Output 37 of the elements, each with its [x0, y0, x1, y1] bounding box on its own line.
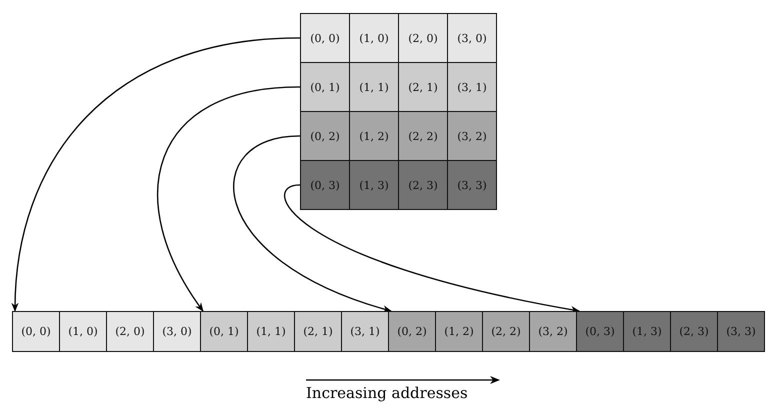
memory-cell: (0, 2) — [300, 111, 350, 161]
memory-cell: (3, 2) — [447, 111, 497, 161]
memory-cell: (0, 3) — [576, 311, 624, 352]
memory-cell: (1, 0) — [349, 13, 399, 63]
memory-cell: (3, 2) — [529, 311, 577, 352]
arrow — [12, 37, 300, 312]
memory-cell: (3, 1) — [341, 311, 389, 352]
memory-cell: (1, 2) — [349, 111, 399, 161]
memory-cell: (0, 1) — [300, 62, 350, 112]
memory-cell: (3, 3) — [447, 160, 497, 210]
memory-cell: (1, 3) — [623, 311, 671, 352]
memory-cell: (2, 3) — [398, 160, 448, 210]
memory-cell: (3, 3) — [717, 311, 765, 352]
axis-caption: Increasing addresses — [306, 384, 468, 402]
memory-cell: (1, 1) — [247, 311, 295, 352]
memory-cell: (0, 3) — [300, 160, 350, 210]
arrow — [233, 135, 392, 312]
memory-cell: (0, 0) — [300, 13, 350, 63]
memory-cell: (2, 0) — [398, 13, 448, 63]
memory-cell: (3, 1) — [447, 62, 497, 112]
arrow — [284, 184, 580, 314]
memory-cell: (2, 1) — [398, 62, 448, 112]
memory-cell: (2, 1) — [294, 311, 342, 352]
memory-cell: (0, 1) — [200, 311, 248, 352]
arrow — [157, 86, 300, 312]
memory-cell: (1, 3) — [349, 160, 399, 210]
memory-cell: (1, 0) — [59, 311, 107, 352]
memory-cell: (1, 1) — [349, 62, 399, 112]
memory-cell: (3, 0) — [153, 311, 201, 352]
memory-cell: (0, 0) — [12, 311, 60, 352]
memory-cell: (2, 0) — [106, 311, 154, 352]
memory-cell: (2, 2) — [398, 111, 448, 161]
memory-cell: (1, 2) — [435, 311, 483, 352]
memory-cell: (2, 3) — [670, 311, 718, 352]
memory-cell: (3, 0) — [447, 13, 497, 63]
memory-cell: (2, 2) — [482, 311, 530, 352]
memory-cell: (0, 2) — [388, 311, 436, 352]
